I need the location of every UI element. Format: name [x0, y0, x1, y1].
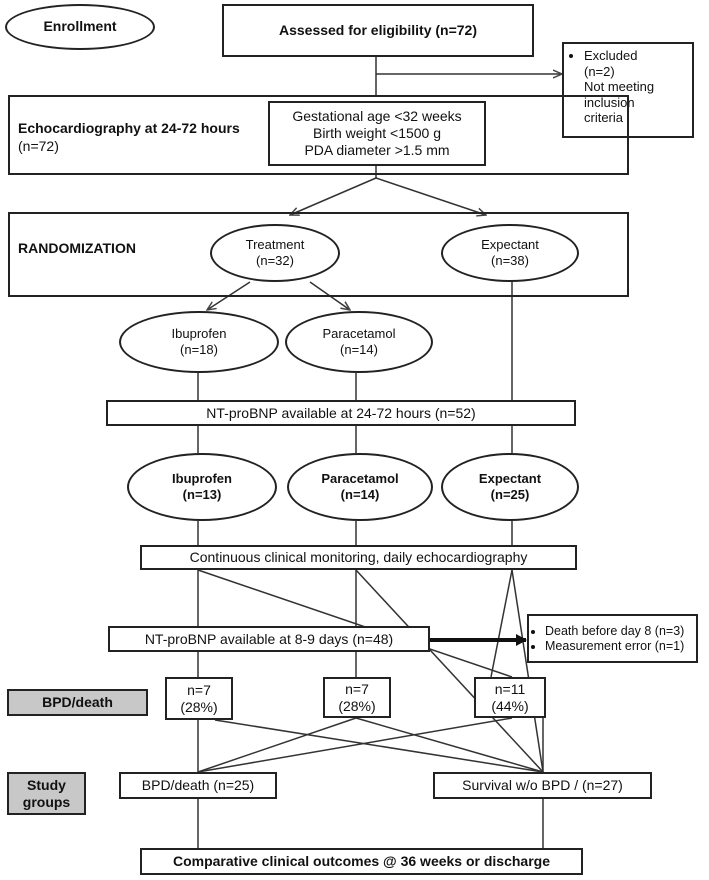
ntprobnp-24-72-box: NT-proBNP available at 24-72 hours (n=52… — [106, 400, 576, 426]
echocardiography-frame — [8, 95, 629, 175]
paracetamol-mid-n: (n=14) — [340, 487, 380, 502]
group-bpd-death-box: BPD/death (n=25) — [119, 772, 277, 799]
study-groups-label-box: Study groups — [7, 772, 86, 815]
expectant-mid-label: Expectant — [478, 470, 542, 486]
criterion-gestational-age: Gestational age <32 weeks — [292, 108, 462, 125]
bpd-death-label: BPD/death — [42, 694, 113, 711]
monitoring-box: Continuous clinical monitoring, daily ec… — [140, 545, 577, 570]
paracetamol-top-n: (n=14) — [340, 342, 378, 357]
assessed-box: Assessed for eligibility (n=72) — [222, 4, 534, 57]
enrollment-label: Enrollment — [43, 18, 117, 35]
expectant-oval-mid: Expectant (n=25) — [441, 453, 579, 521]
echocardiography-title: Echocardiography at 24-72 hours — [18, 120, 240, 136]
bpd-count-ibuprofen-pct: (28%) — [180, 698, 218, 715]
excluded-reason-2: inclusion — [584, 94, 635, 110]
criteria-box: Gestational age <32 weeks Birth weight <… — [268, 101, 486, 166]
study-groups-line1: Study — [27, 777, 66, 794]
group-survival-label: Survival w/o BPD / (n=27) — [462, 777, 623, 794]
criterion-birth-weight: Birth weight <1500 g — [312, 125, 442, 142]
ibuprofen-top-n: (n=18) — [180, 342, 218, 357]
bpd-death-label-box: BPD/death — [7, 689, 148, 716]
paracetamol-mid-label: Paracetamol — [321, 470, 399, 486]
bpd-count-paracetamol-pct: (28%) — [338, 697, 376, 714]
bpd-count-ibuprofen-n: n=7 — [187, 681, 211, 698]
bpd-count-expectant: n=11 (44%) — [474, 677, 546, 718]
treatment-n: (n=32) — [256, 253, 294, 268]
bpd-count-paracetamol: n=7 (28%) — [323, 677, 391, 718]
ibuprofen-oval-mid: Ibuprofen (n=13) — [127, 453, 277, 521]
loss-measurement-error: Measurement error (n=1) — [545, 639, 684, 654]
bpd-count-ibuprofen: n=7 (28%) — [165, 677, 233, 720]
expectant-mid-n: (n=25) — [490, 487, 530, 502]
treatment-oval: Treatment (n=32) — [210, 224, 340, 282]
treatment-label: Treatment — [245, 236, 305, 252]
excluded-reason-1: Not meeting — [584, 79, 655, 95]
ibuprofen-top-label: Ibuprofen — [171, 325, 227, 341]
echocardiography-n: (n=72) — [18, 137, 59, 154]
bpd-count-expectant-n: n=11 — [494, 680, 526, 697]
ibuprofen-mid-n: (n=13) — [182, 487, 222, 502]
group-survival-box: Survival w/o BPD / (n=27) — [433, 772, 652, 799]
outcomes-box: Comparative clinical outcomes @ 36 weeks… — [140, 848, 583, 875]
expectant-oval-top: Expectant (n=38) — [441, 224, 579, 282]
outcomes-label: Comparative clinical outcomes @ 36 weeks… — [172, 853, 551, 870]
criterion-pda-diameter: PDA diameter >1.5 mm — [304, 141, 450, 158]
bpd-count-paracetamol-n: n=7 — [345, 680, 369, 697]
ntprobnp-8-9-box: NT-proBNP available at 8-9 days (n=48) — [108, 626, 430, 652]
expectant-top-n: (n=38) — [491, 253, 529, 268]
echocardiography-label: Echocardiography at 24-72 hours (n=72) — [18, 120, 240, 155]
loss-death: Death before day 8 (n=3) — [545, 624, 684, 639]
ibuprofen-oval-top: Ibuprofen (n=18) — [119, 311, 279, 373]
randomization-frame — [8, 212, 629, 297]
monitoring-label: Continuous clinical monitoring, daily ec… — [189, 549, 528, 566]
study-groups-line2: groups — [22, 793, 71, 810]
paracetamol-top-label: Paracetamol — [322, 325, 396, 341]
randomization-label: RANDOMIZATION — [18, 240, 136, 256]
enrollment-oval: Enrollment — [5, 4, 155, 50]
excluded-n: (n=2) — [584, 63, 615, 79]
paracetamol-oval-mid: Paracetamol (n=14) — [287, 453, 433, 521]
paracetamol-oval-top: Paracetamol (n=14) — [285, 311, 433, 373]
ntprobnp-24-72-label: NT-proBNP available at 24-72 hours (n=52… — [206, 404, 476, 421]
group-bpd-death-label: BPD/death (n=25) — [141, 777, 255, 794]
expectant-top-label: Expectant — [481, 236, 539, 252]
ibuprofen-mid-label: Ibuprofen — [172, 470, 232, 486]
excluded-title: Excluded — [584, 48, 654, 64]
ntprobnp-8-9-label: NT-proBNP available at 8-9 days (n=48) — [144, 630, 394, 647]
assessed-label: Assessed for eligibility (n=72) — [278, 22, 477, 39]
bpd-count-expectant-pct: (44%) — [491, 697, 529, 714]
excluded-reason-3: criteria — [584, 110, 624, 126]
losses-box: Death before day 8 (n=3) Measurement err… — [527, 614, 698, 663]
